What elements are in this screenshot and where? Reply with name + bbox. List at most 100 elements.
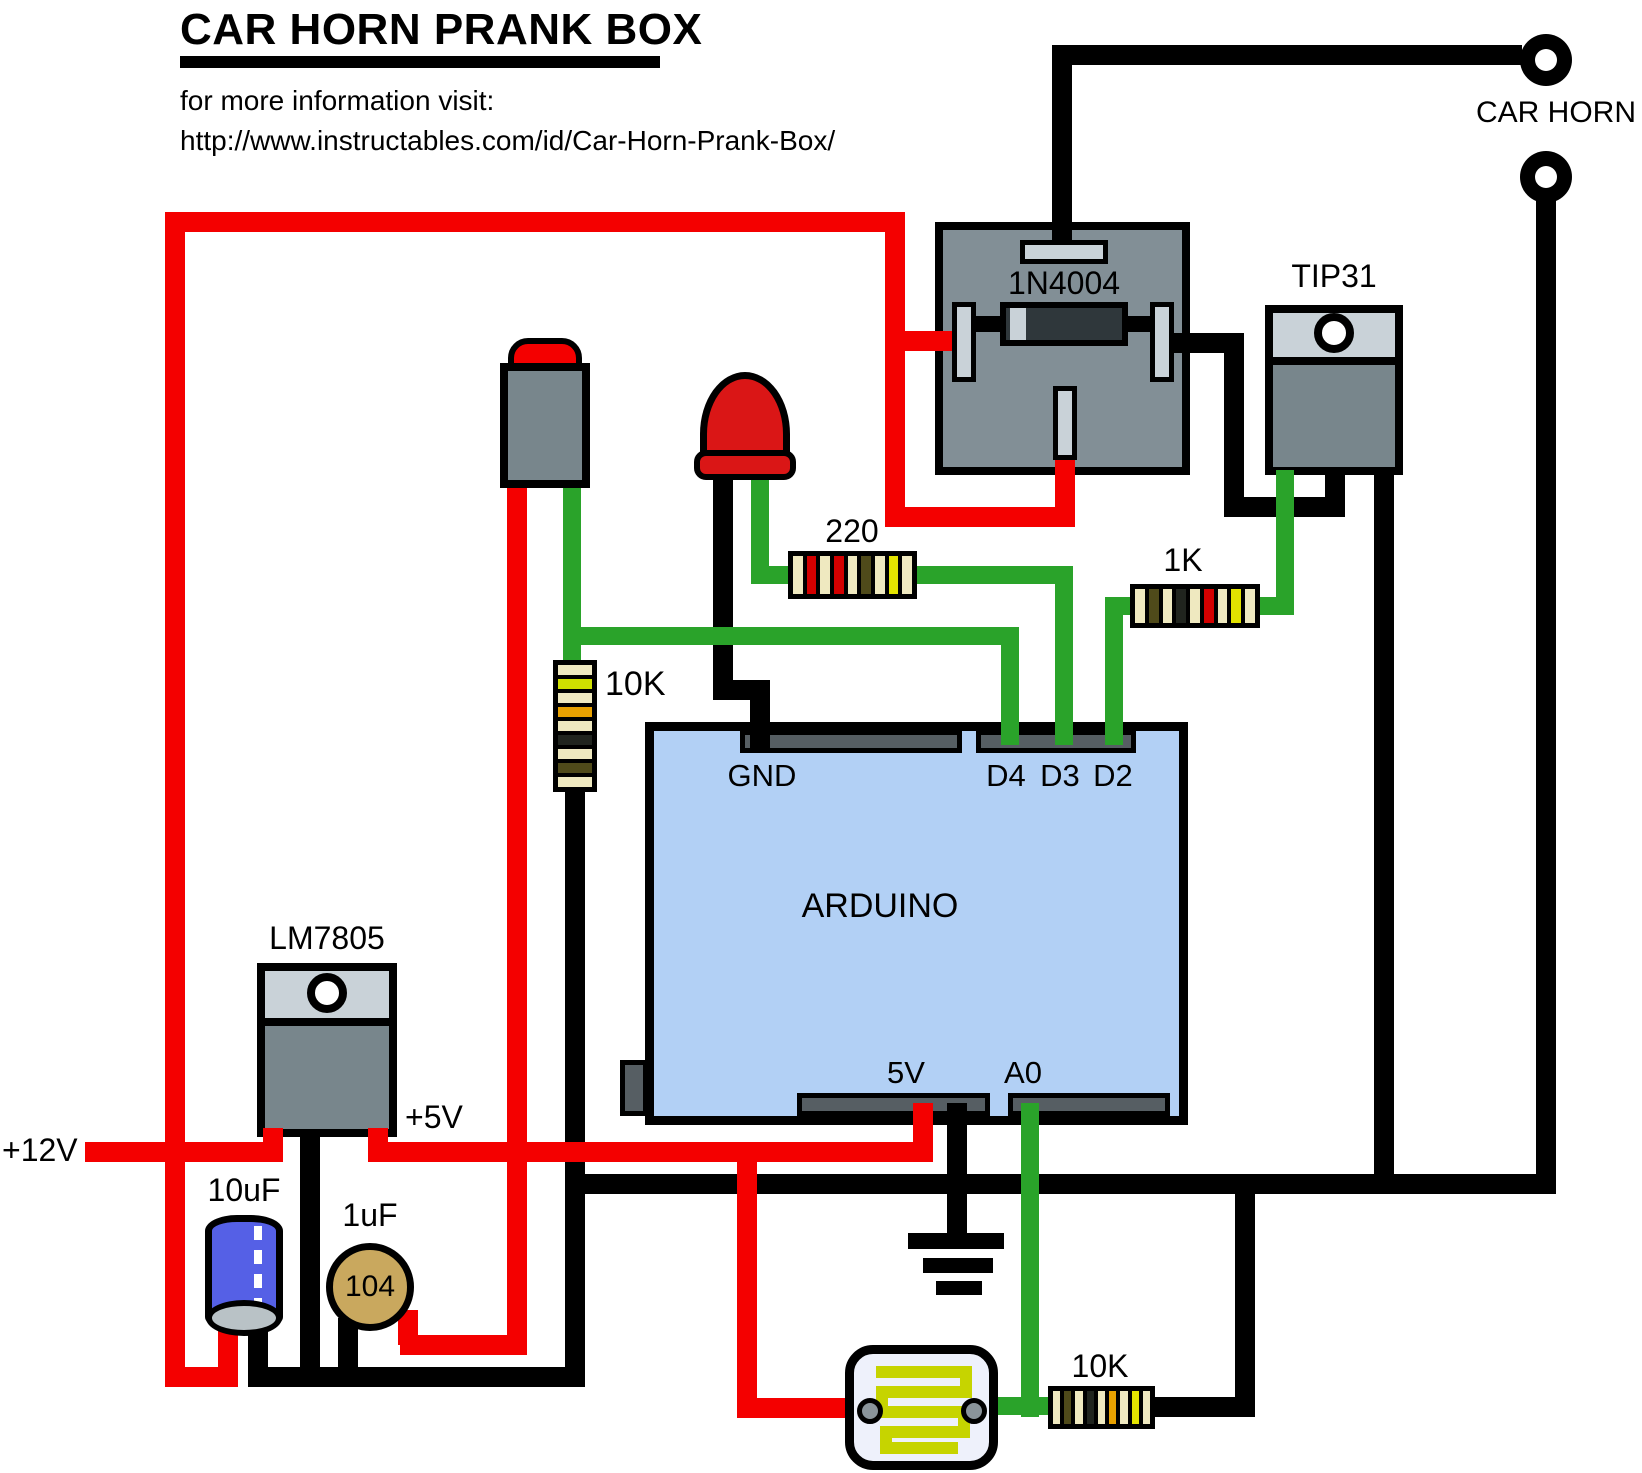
resistor-band-1 bbox=[558, 665, 592, 675]
label-tip31: TIP31 bbox=[1291, 258, 1377, 294]
resistor-1k bbox=[1130, 584, 1260, 628]
wire-ldr-feed-vertical bbox=[737, 1152, 757, 1418]
resistor-band-4 bbox=[1176, 589, 1187, 623]
wire-1k-left-lead bbox=[1105, 597, 1135, 615]
wire-pullup-to-ground bbox=[565, 792, 585, 1387]
ground-symbol-bar3 bbox=[936, 1281, 982, 1295]
relay-terminal-left bbox=[952, 302, 976, 382]
resistor-band-8 bbox=[558, 763, 592, 773]
horn-terminal-top-hole bbox=[1535, 49, 1557, 71]
ldr-body bbox=[845, 1345, 998, 1470]
wire-ldr10k-to-bus bbox=[1235, 1194, 1255, 1417]
resistor-band-4 bbox=[834, 556, 844, 594]
resistor-band-3 bbox=[1075, 1391, 1083, 1424]
wire-ldr-feed-horizontal bbox=[737, 1398, 860, 1418]
horn-terminal-bottom[interactable] bbox=[1520, 151, 1572, 203]
cap-10uf-base bbox=[206, 1300, 282, 1336]
resistor-band-1 bbox=[1053, 1391, 1061, 1424]
label-12v: +12V bbox=[2, 1132, 78, 1168]
label-pin-gnd: GND bbox=[727, 758, 797, 793]
wire-relay-left-pin bbox=[885, 331, 956, 351]
led-flange bbox=[694, 450, 796, 480]
horn-terminal-bottom-hole bbox=[1535, 166, 1557, 188]
resistor-band-1 bbox=[793, 556, 803, 594]
resistor-band-8 bbox=[1231, 589, 1242, 623]
resistor-band-2 bbox=[1148, 589, 1159, 623]
wire-cap1uf-link-h bbox=[400, 1335, 527, 1355]
resistor-band-7 bbox=[558, 749, 592, 759]
wire-ground-bus bbox=[575, 1174, 1556, 1194]
regulator-mount-hole bbox=[307, 973, 347, 1013]
ground-symbol-bar2 bbox=[923, 1258, 993, 1273]
wire-a0-drop bbox=[1021, 1103, 1039, 1417]
resistor-band-5 bbox=[1097, 1391, 1106, 1424]
wire-led-anode bbox=[751, 462, 769, 584]
led-dome bbox=[700, 372, 790, 460]
relay-diode-stub-left bbox=[976, 316, 1002, 332]
regulator-body bbox=[257, 1018, 397, 1137]
wire-d2-drop bbox=[1105, 597, 1123, 745]
resistor-band-8 bbox=[888, 556, 899, 594]
resistor-band-7 bbox=[1217, 589, 1228, 623]
transistor-body bbox=[1265, 357, 1403, 475]
wire-5v-rail bbox=[368, 1142, 933, 1162]
arduino-side-tab bbox=[620, 1060, 648, 1116]
label-1uf: 1uF bbox=[342, 1197, 398, 1233]
wire-d4-horizontal bbox=[563, 627, 1019, 645]
wire-ldr-output bbox=[988, 1397, 1050, 1415]
wire-horn-top-horizontal bbox=[1052, 45, 1522, 65]
resistor-band-2 bbox=[806, 556, 817, 594]
label-pin-a0: A0 bbox=[1004, 1055, 1042, 1090]
wire-bottom-ground-bus bbox=[248, 1367, 585, 1387]
wire-d4-drop bbox=[1001, 627, 1019, 745]
wire-12v-bottom-rail bbox=[85, 1142, 265, 1162]
label-car-horn: CAR HORN bbox=[1475, 96, 1636, 129]
resistor-band-6 bbox=[1109, 1391, 1117, 1424]
arduino-header-gnd bbox=[740, 730, 962, 753]
resistor-band-1 bbox=[1135, 589, 1145, 623]
resistor-band-5 bbox=[847, 556, 858, 594]
relay-terminal-bottom bbox=[1053, 386, 1077, 460]
title-underline bbox=[180, 56, 660, 68]
wire-relay-coil-horizontal bbox=[885, 507, 1075, 527]
wire-emitter-to-ground bbox=[1374, 470, 1394, 1194]
wire-gnd-pin-drop bbox=[750, 680, 770, 748]
wire-relay-to-horn-vertical bbox=[1052, 45, 1072, 242]
label-10k-pullup: 10K bbox=[605, 665, 666, 703]
wire-button-power bbox=[507, 480, 527, 1355]
label-pin-d4: D4 bbox=[986, 758, 1026, 793]
relay-diode-band bbox=[1010, 308, 1026, 340]
wire-relay-coil-vertical bbox=[1055, 456, 1075, 527]
relay-terminal-top bbox=[1020, 240, 1108, 264]
wire-ldr10k-right-h bbox=[1155, 1397, 1255, 1417]
subtitle-link[interactable]: http://www.instructables.com/id/Car-Horn… bbox=[180, 125, 836, 156]
label-arduino: ARDUINO bbox=[801, 887, 959, 925]
wire-transistor-base bbox=[1276, 470, 1294, 615]
wire-cap1uf-link-v bbox=[398, 1310, 418, 1345]
resistor-band-9 bbox=[558, 777, 592, 787]
relay-diode-stub-right bbox=[1126, 316, 1152, 332]
wire-button-signal bbox=[563, 480, 581, 670]
wire-relay-out-vertical bbox=[1224, 333, 1244, 517]
label-1k: 1K bbox=[1163, 542, 1203, 578]
wire-5v-pin-drop bbox=[913, 1103, 933, 1162]
label-10k-ldr: 10K bbox=[1071, 1348, 1129, 1384]
page-title: CAR HORN PRANK BOX bbox=[180, 5, 703, 54]
label-pin-5v: 5V bbox=[887, 1055, 925, 1090]
wire-d3-drop bbox=[1055, 566, 1073, 745]
resistor-band-9 bbox=[902, 556, 913, 594]
relay-terminal-right bbox=[1150, 302, 1174, 382]
label-220: 220 bbox=[825, 513, 879, 549]
label-pin-d3: D3 bbox=[1040, 758, 1080, 793]
resistor-band-7 bbox=[1120, 1391, 1128, 1424]
label-1n4004: 1N4004 bbox=[1007, 265, 1121, 301]
resistor-band-8 bbox=[1131, 1391, 1139, 1424]
cap-10uf-stripe bbox=[254, 1226, 262, 1314]
button-body[interactable] bbox=[500, 363, 590, 488]
horn-terminal-top[interactable] bbox=[1520, 34, 1572, 86]
label-10uf: 10uF bbox=[207, 1172, 281, 1208]
resistor-band-9 bbox=[1142, 1391, 1150, 1424]
wire-horn-bottom-vertical bbox=[1536, 200, 1556, 1176]
resistor-band-5 bbox=[558, 721, 592, 731]
